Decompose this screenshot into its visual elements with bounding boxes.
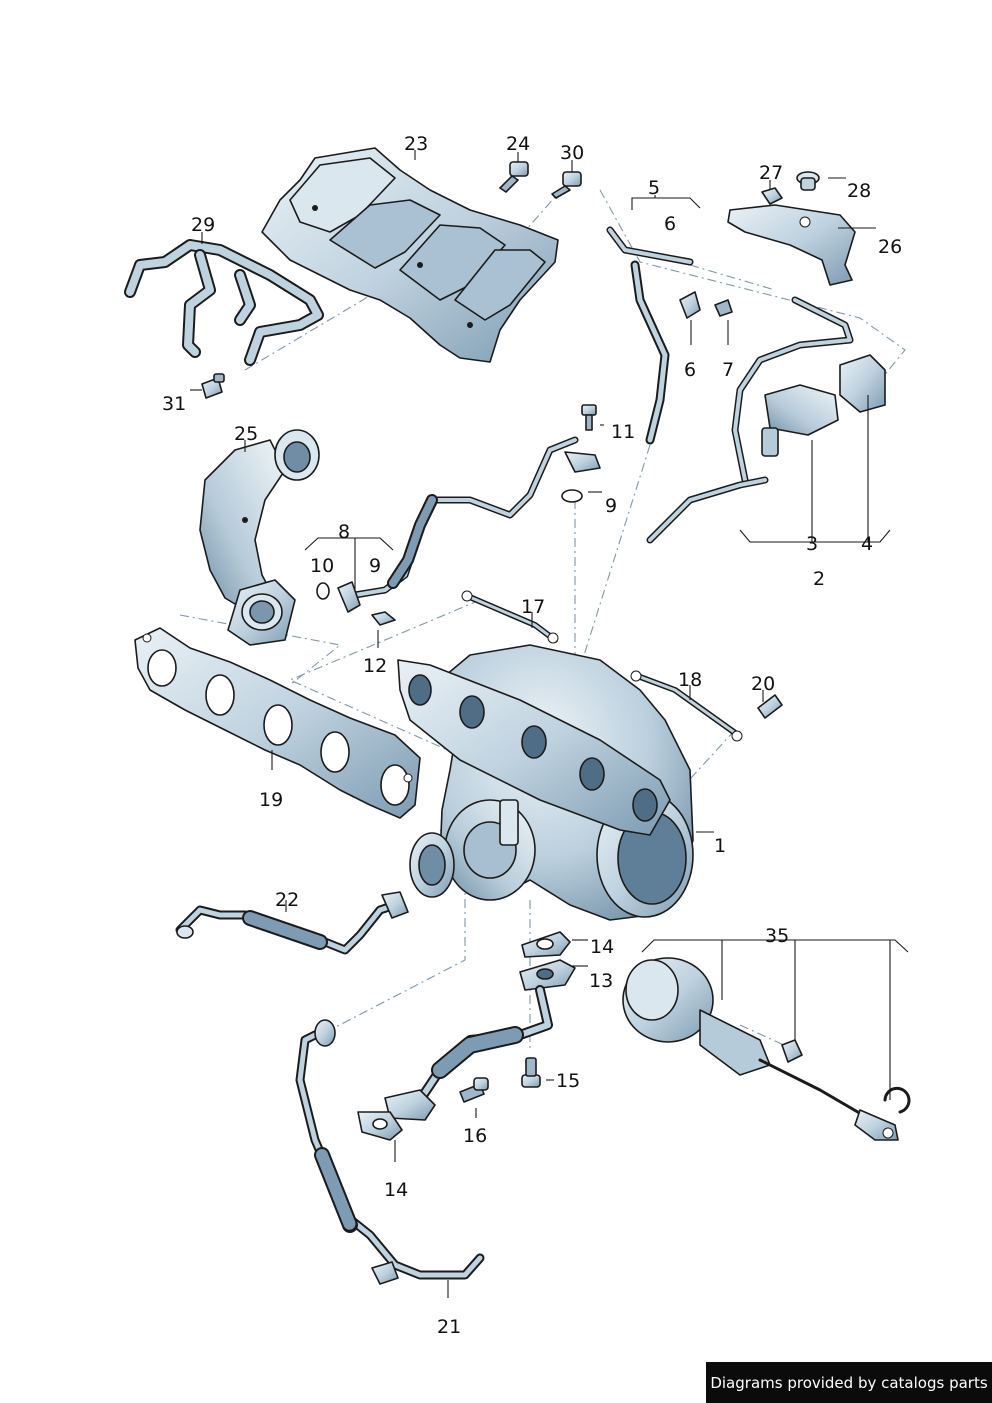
vacuum-valve-part-3 xyxy=(761,384,839,457)
bolt-part-11 xyxy=(581,404,597,431)
callout-19: 19 xyxy=(259,789,283,811)
bolt-part-24 xyxy=(499,161,529,193)
vacuum-line-part-5 xyxy=(606,226,854,544)
bolt-part-31 xyxy=(201,373,225,399)
callout-14-upper: 14 xyxy=(590,936,614,958)
callout-12: 12 xyxy=(363,655,387,677)
coolant-pipe-part-22 xyxy=(175,891,409,955)
callout-7: 7 xyxy=(722,359,734,381)
gasket-part-14-lower xyxy=(357,1111,403,1141)
bracket-part-26 xyxy=(727,204,856,286)
callout-9-left: 9 xyxy=(369,555,381,577)
oil-return-line-part-13 xyxy=(384,959,576,1121)
callout-9-right: 9 xyxy=(605,495,617,517)
callout-3: 3 xyxy=(806,533,818,555)
valve-bracket-part-4 xyxy=(839,354,886,413)
callout-11: 11 xyxy=(611,421,635,443)
callout-22: 22 xyxy=(275,889,299,911)
bolt-part-12 xyxy=(371,611,396,626)
callout-24: 24 xyxy=(506,133,530,155)
hose-clip-part-6 xyxy=(679,291,701,319)
gasket-part-17 xyxy=(461,590,559,644)
callout-8: 8 xyxy=(338,521,350,543)
callout-labels: 1 2 3 4 5 6 6 7 8 9 9 10 11 12 13 14 14 … xyxy=(162,133,902,1338)
callout-23: 23 xyxy=(404,133,428,155)
callout-17: 17 xyxy=(521,596,545,618)
callout-26: 26 xyxy=(878,236,902,258)
bolt-part-30 xyxy=(551,171,582,199)
seal-ring-part-9 xyxy=(561,489,583,503)
oil-feed-line-part-8 xyxy=(337,436,601,613)
heat-shield-part-23 xyxy=(261,147,559,363)
callout-35: 35 xyxy=(765,925,789,947)
intake-pipe-part-25 xyxy=(199,429,320,646)
callout-28: 28 xyxy=(847,180,871,202)
bolt-part-15 xyxy=(521,1057,541,1088)
credit-text: Diagrams provided by catalogs parts xyxy=(710,1373,988,1392)
callout-27: 27 xyxy=(759,162,783,184)
callout-30: 30 xyxy=(560,142,584,164)
manifold-gasket-part-19 xyxy=(134,627,421,819)
callout-4: 4 xyxy=(861,533,873,555)
callout-16: 16 xyxy=(463,1125,487,1147)
seal-ring-part-10 xyxy=(316,582,330,600)
turbocharger-manifold-part-1 xyxy=(397,644,694,921)
leader-lines xyxy=(190,150,909,1298)
callout-21: 21 xyxy=(437,1316,461,1338)
bolt-part-16 xyxy=(459,1077,489,1103)
callout-10: 10 xyxy=(310,555,334,577)
callout-6-upper: 6 xyxy=(664,213,676,235)
nut-part-27 xyxy=(761,187,783,205)
gasket-part-18 xyxy=(630,670,743,742)
callout-20: 20 xyxy=(751,673,775,695)
stud-part-20 xyxy=(757,694,783,719)
screw-part-7 xyxy=(714,299,733,317)
credit-banner: Diagrams provided by catalogs parts xyxy=(706,1362,992,1403)
callout-15: 15 xyxy=(556,1070,580,1092)
callout-2: 2 xyxy=(813,568,825,590)
callout-5: 5 xyxy=(648,177,660,199)
boost-actuator-part-35 xyxy=(622,957,911,1141)
callout-29: 29 xyxy=(191,214,215,236)
callout-13: 13 xyxy=(589,970,613,992)
bracket-part-29 xyxy=(124,239,324,366)
coolant-line-part-21 xyxy=(295,1019,485,1285)
callout-25: 25 xyxy=(234,423,258,445)
callout-1: 1 xyxy=(714,835,726,857)
callout-14-lower: 14 xyxy=(384,1179,408,1201)
callout-6-lower: 6 xyxy=(684,359,696,381)
callout-31: 31 xyxy=(162,393,186,415)
callout-18: 18 xyxy=(678,669,702,691)
gasket-part-14-upper xyxy=(521,931,571,958)
grommet-part-28 xyxy=(796,171,820,191)
